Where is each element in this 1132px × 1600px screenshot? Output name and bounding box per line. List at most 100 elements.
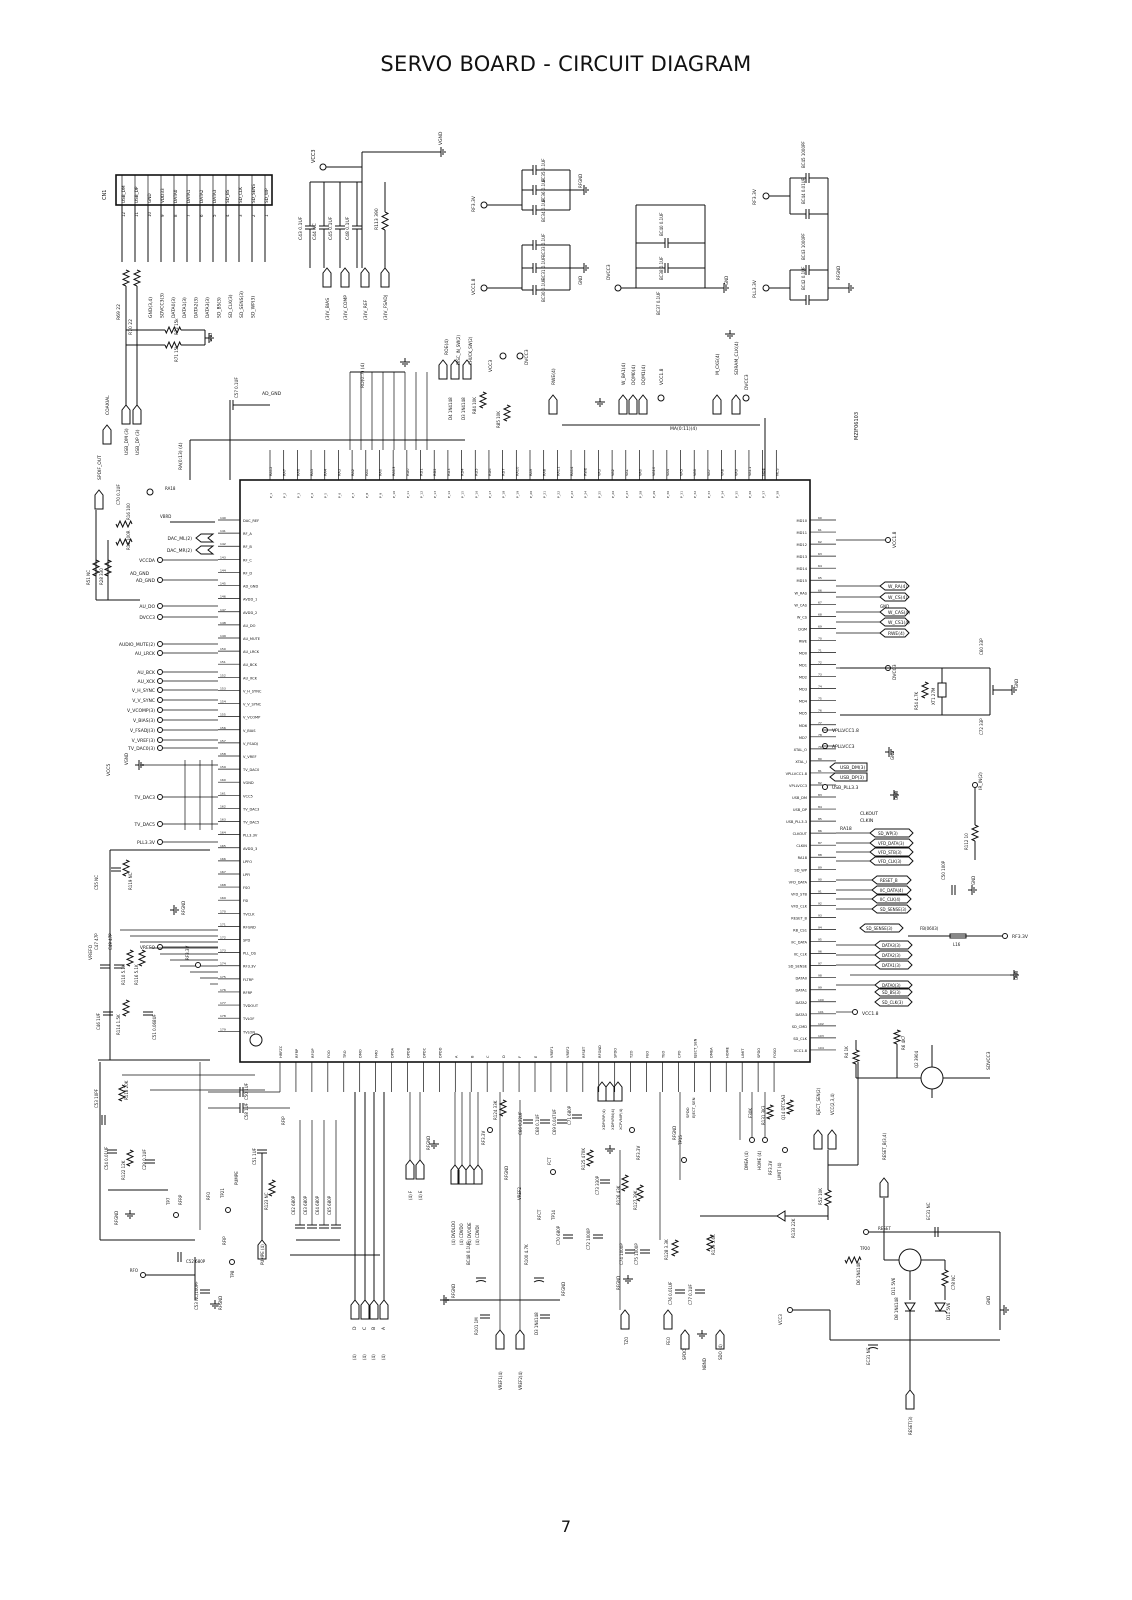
net-label: EJECT_SEN (691, 1097, 696, 1118)
net-label: SPDO (682, 1349, 687, 1360)
resistor-label: R16 100 (126, 503, 131, 520)
ic-pin-number: 80 (818, 757, 822, 761)
ic-pin-name-left: TVLON (242, 1030, 255, 1034)
ic-pin-number: 148 (220, 621, 226, 625)
cn1-pin-name: USB_DP (134, 186, 139, 203)
cn1-pin-name: DATA3 (212, 189, 217, 203)
ic-pin-number: 159 (220, 765, 226, 769)
resistor-symbol (844, 1255, 862, 1265)
ic-pin-number: P_37 (762, 491, 766, 498)
connector-tag (380, 267, 390, 288)
ic-pin-number: 147 (220, 608, 226, 612)
ic-pin-number: P_32 (693, 491, 697, 498)
net-dot (1002, 933, 1008, 939)
ic-pin-number: 88 (818, 853, 822, 857)
cap-label: BC37 0.1UF (656, 291, 661, 315)
ic-pin-name-left: AU_DO (243, 624, 256, 628)
net-label: COAXIAL (105, 395, 111, 415)
net-label: TZO (624, 1337, 629, 1346)
net-label: VCC3 (778, 1314, 783, 1325)
net-label: RFGND (218, 1296, 223, 1310)
resistor-label: R125 470K (581, 1148, 586, 1170)
cap-label: C63 680P (303, 1195, 308, 1215)
net-label: (4) DVOIDE (467, 1222, 472, 1245)
resistor-symbol (121, 999, 131, 1017)
cap-label: C77 0.1UF (688, 1284, 693, 1305)
net-label: RFGND (181, 901, 186, 915)
cn1-pin-name: GND (147, 193, 152, 203)
net-label: RFO (130, 1268, 138, 1273)
net-label: GND (1014, 679, 1019, 688)
ic-pin-name-left: TVLOF (242, 1017, 254, 1021)
cap-label: BC40 0.1UF (659, 212, 664, 236)
test-point (225, 1207, 231, 1213)
ic-pin-number: P_8 (365, 493, 369, 498)
ic-pin-name-right: MD6 (799, 724, 808, 728)
net-label: V_V_SYNC (132, 698, 155, 704)
ic-pin-number: P_16 (474, 491, 478, 498)
net-label: VCC5 (106, 764, 112, 776)
connector-tag (462, 359, 472, 380)
ic-pin-number: P_3 (296, 493, 300, 498)
ic-pin-name-right: CLKIN (796, 844, 807, 848)
transistor-label: Q2 3904 (914, 1050, 919, 1068)
net-label: CLKIN (860, 818, 873, 824)
net-label: AD_GND (262, 391, 282, 397)
ic-pin-name-left: LPFO (243, 860, 252, 864)
ic-pin-number: 84 (818, 805, 822, 809)
net-label: SD_SENSE(3) (866, 926, 893, 931)
ic-pin-name-top: NCS (775, 468, 779, 476)
net-label: DAC_ML(2) (167, 536, 192, 542)
net-label: SDO (4) (718, 1344, 723, 1360)
net-label: FCT (547, 1157, 552, 1165)
cap-label: C50 100P (941, 860, 946, 880)
net-label: USB_DM (3) (124, 428, 130, 455)
resistor-label: R123 NC (264, 1192, 269, 1210)
net-label: F30K (748, 1108, 753, 1118)
connector-tag (360, 267, 370, 288)
connector-tag (495, 1329, 505, 1350)
resistor-symbol (380, 211, 390, 231)
ic-pin-name-bottom: DPDB (407, 1047, 411, 1058)
cn1-pin-name: DATA0 (173, 189, 178, 203)
net-label: FEO (666, 1337, 671, 1345)
resistor-symbol (785, 1099, 795, 1115)
cn1-signal-label: SD_CLK(3) (228, 294, 234, 318)
net-label: RFGND (578, 174, 583, 188)
ic-pin-number: P_20 (529, 491, 533, 498)
ic-pin-name-right: MD5 (799, 712, 807, 716)
ic-pin-name-right: MD1 (799, 664, 807, 668)
net-label: IIC_CLK(4) (880, 897, 901, 902)
cn1-pin-number: 10 (147, 211, 152, 217)
resistor-label: R85 10K (496, 411, 501, 428)
ic-pin-name-bottom: HRFZC (279, 1045, 283, 1058)
connector-tag (712, 394, 722, 415)
net-label: RF3.3V (1012, 934, 1029, 940)
net-label: (4) E (418, 1190, 423, 1200)
net-label: DAC_MR(2) (167, 548, 192, 554)
resistor-symbol (267, 1179, 277, 1197)
connector-tag (879, 607, 910, 617)
cn1-ref: CN1 (102, 190, 108, 200)
cn1-pin-name: DATA1 (186, 189, 191, 203)
ic-pin-name-right: VCC1.8 (794, 1049, 808, 1053)
resistor-label: R71 15k (174, 345, 179, 362)
net-dot (157, 737, 163, 743)
ic-pin-name-left: TV_DAC5 (242, 821, 259, 825)
net-dot (157, 697, 163, 703)
cn1-signal-label: DATA3(3) (205, 297, 211, 318)
connector-tag (663, 1309, 673, 1330)
electrolytic-cap (867, 1344, 879, 1350)
ic-pin-name-right: IIC_DATA (791, 941, 807, 945)
cn1-signal-label: SD_SENS(3) (239, 291, 245, 318)
net-label: VREF1(4) (498, 1371, 503, 1390)
resistor-symbol (940, 1269, 950, 1287)
net-label: DISC_IN_SW(2) (456, 335, 461, 365)
cap-label: C68 0.1UF (535, 1114, 540, 1135)
net-label: VCC1.8 (862, 1011, 879, 1017)
ic-pin-name-bottom: RFOP (311, 1048, 315, 1058)
ic-pin-number: 161 (220, 791, 226, 795)
ic-pin-number: 151 (220, 660, 226, 664)
ic-pin-name-top: VA7 (707, 469, 711, 476)
net-label: DVCC3 (744, 374, 750, 390)
